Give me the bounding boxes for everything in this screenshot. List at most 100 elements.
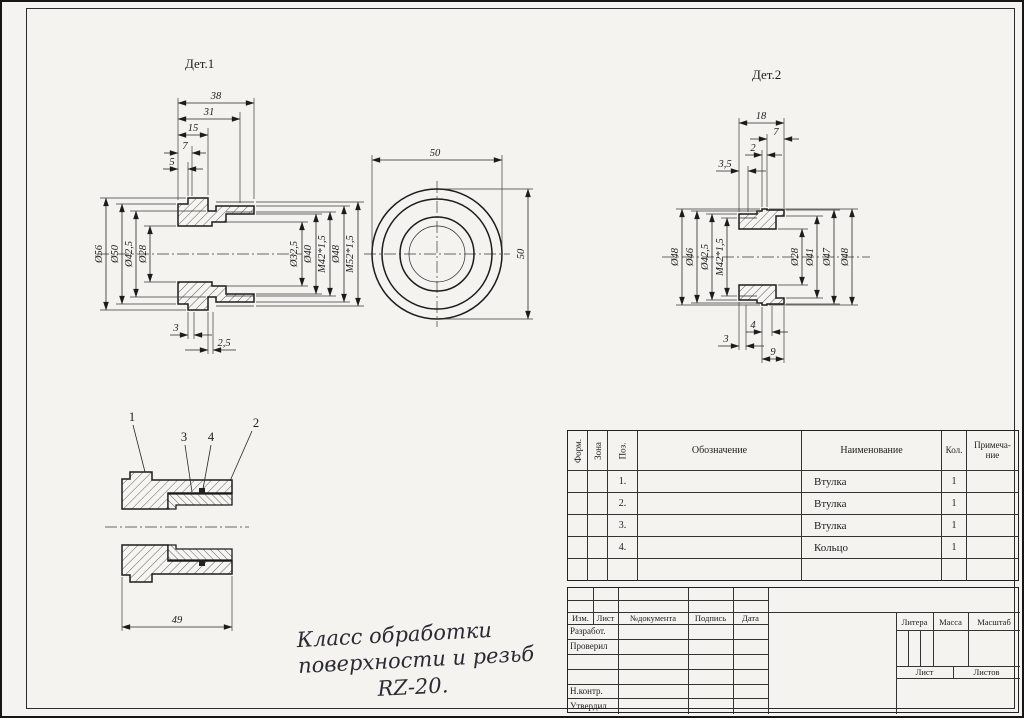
cell-naimenovanie: Втулка [802,493,942,515]
cell-poz: 3. [608,515,638,537]
parts-table: Форм. Зона Поз. Обозначение Наименование… [567,430,1019,581]
dim-label: 2 [750,143,756,154]
det2-dimensions: 18 7 2 3,5 Ø48 Ø46 [670,111,858,363]
dim-label: 9 [770,347,776,358]
det1-dimensions: 38 31 15 7 5 Ø56 [94,91,364,354]
tb-litera: Литера [901,617,928,627]
balloon-4: 4 [208,430,215,444]
cell-oboznachenie [638,559,802,581]
cell-prim [967,515,1018,537]
dim-label: Ø41 [805,248,816,267]
det2-part [738,208,785,306]
cell-prim [967,537,1018,559]
cell-zona [588,515,608,537]
cell-prim [967,471,1018,493]
cell-naimenovanie: Кольцо [802,537,942,559]
balloon-2: 2 [253,416,259,430]
dim-label: 5 [169,157,174,168]
col-header-prim: Примеча-ние [967,431,1018,471]
cell-kol: 1 [942,537,967,559]
dim-label: 3 [722,334,728,345]
dim-label: 3 [172,323,178,334]
dim-label: М52*1,5 [345,235,356,274]
cell-form [568,471,588,493]
col-header-form: Форм. [568,431,588,471]
cell-oboznachenie [638,515,802,537]
cell-oboznachenie [638,537,802,559]
dim-label: 7 [773,127,779,138]
dim-label: Ø40 [303,244,314,264]
dim-label: Ø56 [94,244,105,264]
dim-label: 2,5 [217,338,230,349]
balloon-3: 3 [181,430,187,444]
seal-ring-bottom [199,560,205,566]
cell-naimenovanie: Втулка [802,515,942,537]
dim-label: Ø48 [840,247,851,267]
dim-label: Ø50 [110,244,121,264]
title-block: Изм. Лист №документа Подпись Дата Разраб… [567,587,1020,714]
cell-poz [608,559,638,581]
dim-label: Ø48 [331,244,342,264]
tb-izm: Изм. [572,613,589,623]
front-view: 50 50 [364,148,533,327]
cell-form [568,537,588,559]
dim-label: Ø47 [822,247,833,267]
dim-label: 15 [188,123,199,134]
tb-utverdil: Утвердил [570,701,607,711]
cell-kol: 1 [942,471,967,493]
dim-label: Ø42,5 [700,244,711,271]
cell-poz: 1. [608,471,638,493]
cell-naimenovanie: Втулка [802,471,942,493]
cell-prim [967,493,1018,515]
cell-form [568,559,588,581]
col-header-kol: Кол. [942,431,967,471]
tb-data: Дата [742,613,759,623]
tb-razrab: Разработ. [570,626,606,636]
dim-label: 4 [750,320,756,331]
cell-form [568,493,588,515]
front-circles [371,188,503,320]
dim-label: 49 [172,615,183,626]
det1-view: Дет.1 38 [94,56,364,354]
cell-oboznachenie [638,493,802,515]
dim-label: 50 [430,148,441,159]
handwritten-note: Класс обработки поверхности и резьб RZ-2… [296,613,570,706]
assembly-dimension: 49 [121,576,233,631]
cell-oboznachenie [638,471,802,493]
assembly-balloons: 1 2 3 4 [129,410,259,493]
dim-label: 7 [182,141,188,152]
tb-massa: Масса [939,617,962,627]
dim-label: Ø32,5 [289,241,300,268]
col-header-oboznachenie: Обозначение [638,431,802,471]
cell-kol: 1 [942,493,967,515]
dim-label: 18 [756,111,767,122]
det1-title: Дет.1 [185,56,214,71]
balloon-1: 1 [129,410,135,424]
dim-label: Ø28 [138,244,149,264]
det2-title: Дет.2 [752,67,781,82]
dim-label: 50 [516,248,527,259]
cell-zona [588,493,608,515]
dim-label: М42*1,5 [715,238,726,277]
tb-list: Лист [596,613,615,623]
dim-label: Ø42,5 [124,241,135,268]
dim-label: 31 [203,107,215,118]
tb-list2: Лист [915,667,934,677]
dim-label: М42*1,5 [317,235,328,274]
dim-label: 38 [210,91,222,102]
cell-form [568,515,588,537]
tb-docnum: №документа [629,613,677,623]
cell-prim [967,559,1018,581]
assembly-view: 1 2 3 4 49 [105,410,259,631]
dim-label: Ø46 [685,247,696,267]
cell-naimenovanie [802,559,942,581]
cell-kol [942,559,967,581]
cell-poz: 2. [608,493,638,515]
cell-kol: 1 [942,515,967,537]
cell-zona [588,471,608,493]
dim-label: 3,5 [717,159,731,170]
tb-nkontr: Н.контр. [570,686,603,696]
cell-poz: 4. [608,537,638,559]
